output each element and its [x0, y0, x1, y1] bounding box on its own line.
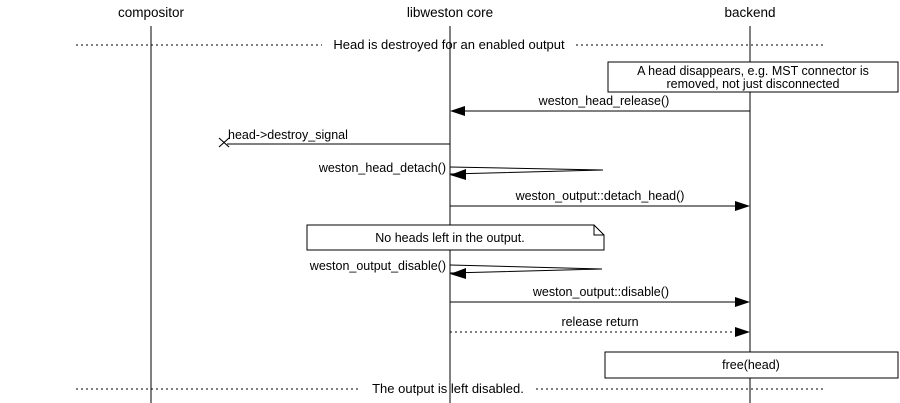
message-weston-head-release[interactable]: weston_head_release(): [450, 94, 750, 116]
message-weston-output-detach-head[interactable]: weston_output::detach_head(): [450, 189, 750, 211]
message-head-destroy-signal[interactable]: head->destroy_signal: [218, 128, 450, 148]
message-weston-output-disable-loop: [449, 264, 603, 274]
message-release-return[interactable]: release return: [450, 315, 750, 337]
note-no-heads-left-fold: [593, 225, 604, 236]
box-free-head-rect: [604, 351, 899, 379]
message-weston-output-detach-head-label: weston_output::detach_head(): [515, 189, 685, 203]
note-head-disappears-box: [607, 61, 899, 93]
note-head-disappears-line2: removed, not just disconnected: [666, 77, 839, 91]
message-weston-output-disable-backend-label: weston_output::disable(): [532, 285, 669, 299]
note-no-heads-left-box: [306, 224, 605, 251]
box-free-head-label: free(head): [722, 358, 780, 372]
divider-top: Head is destroyed for an enabled output: [76, 37, 826, 52]
message-weston-head-detach-label: weston_head_detach(): [318, 161, 446, 175]
divider-bottom-label: The output is left disabled.: [372, 381, 524, 396]
message-release-return-label: release return: [561, 315, 638, 329]
message-weston-output-disable-label: weston_output_disable(): [309, 259, 446, 273]
message-weston-output-disable-backend[interactable]: weston_output::disable(): [450, 285, 750, 307]
message-weston-head-detach-arrowhead: [450, 169, 466, 180]
divider-bottom: The output is left disabled.: [76, 381, 826, 396]
message-weston-output-detach-head-arrowhead: [735, 201, 750, 211]
actor-libweston-core[interactable]: libweston core: [407, 5, 493, 403]
message-head-destroy-signal-label: head->destroy_signal: [228, 128, 348, 142]
message-weston-head-release-label: weston_head_release(): [538, 94, 670, 108]
note-head-disappears: A head disappears, e.g. MST connector is…: [607, 61, 899, 93]
message-weston-output-disable-backend-arrowhead: [735, 297, 750, 307]
message-weston-head-detach-loop: [449, 166, 604, 175]
destroy-x-icon: [218, 137, 230, 148]
actor-label-libweston-core: libweston core: [407, 5, 493, 20]
message-weston-output-disable-arrowhead: [450, 268, 466, 279]
actor-label-compositor: compositor: [118, 5, 185, 20]
message-release-return-arrowhead: [735, 327, 750, 337]
actor-label-backend: backend: [724, 5, 775, 20]
message-weston-head-release-arrowhead: [450, 106, 465, 116]
note-no-heads-left-label: No heads left in the output.: [375, 231, 524, 245]
box-free-head: free(head): [604, 351, 899, 379]
note-no-heads-left: No heads left in the output.: [306, 224, 605, 251]
message-weston-output-disable[interactable]: weston_output_disable(): [309, 259, 603, 279]
note-head-disappears-line1: A head disappears, e.g. MST connector is: [637, 64, 869, 78]
divider-top-label: Head is destroyed for an enabled output: [333, 37, 565, 52]
actor-compositor[interactable]: compositor: [118, 5, 185, 403]
message-weston-head-detach[interactable]: weston_head_detach(): [318, 161, 604, 180]
